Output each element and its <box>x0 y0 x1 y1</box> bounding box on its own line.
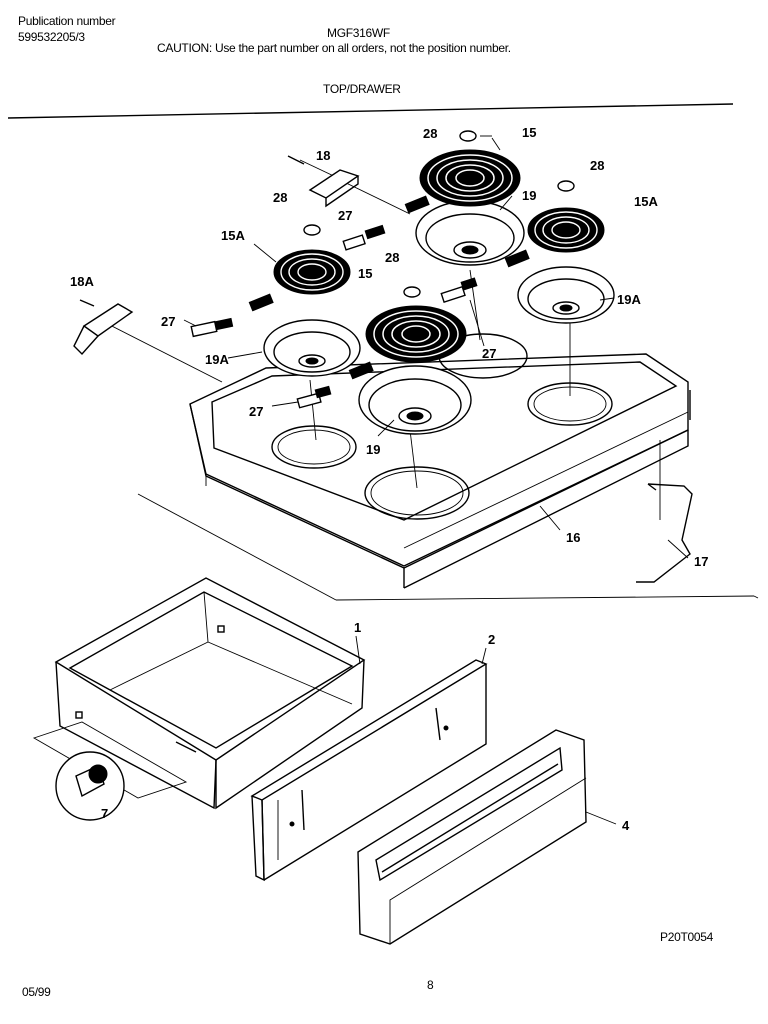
page-number: 8 <box>427 978 434 992</box>
callout-1: 1 <box>354 620 361 635</box>
callout-19a-right: 19A <box>617 292 641 307</box>
drawer-panel-2 <box>250 659 488 882</box>
callout-15-mid: 15 <box>358 266 372 281</box>
support-wire-17 <box>636 483 693 583</box>
trim-rings-28 <box>303 130 575 298</box>
callout-27-right: 27 <box>482 346 496 361</box>
callout-16: 16 <box>566 530 580 545</box>
callout-19a-left: 19A <box>205 352 229 367</box>
bracket-18 <box>287 155 360 208</box>
footer-date: 05/99 <box>22 985 51 999</box>
drip-bowl-19-top <box>415 200 525 266</box>
callout-28-mid: 28 <box>385 250 399 265</box>
drip-bowl-19a-left <box>263 319 361 377</box>
surface-element-15-mid <box>365 305 467 363</box>
callout-18: 18 <box>316 148 330 163</box>
drawer-roller-detail <box>32 721 188 821</box>
callout-27-upper: 27 <box>338 208 352 223</box>
bracket-18a <box>73 299 134 356</box>
drawer-body-1 <box>54 577 366 810</box>
callout-7: 7 <box>101 806 108 821</box>
callout-15a-left: 15A <box>221 228 245 243</box>
surface-element-15-top <box>419 149 521 207</box>
callout-19-top: 19 <box>522 188 536 203</box>
publication-number: 599532205/3 <box>18 30 85 44</box>
callout-15-top: 15 <box>522 125 536 140</box>
callout-17: 17 <box>694 554 708 569</box>
callout-18a: 18A <box>70 274 94 289</box>
callout-leaders <box>183 135 689 825</box>
callout-28-top: 28 <box>423 126 437 141</box>
diagram-code: P20T0054 <box>660 930 713 944</box>
callout-labels: 15 28 18 19 28 15A 28 27 15A 28 15 19A 1… <box>70 125 708 833</box>
surface-element-15a-left <box>273 249 351 295</box>
callout-19-lower: 19 <box>366 442 380 457</box>
drip-bowl-19-lower <box>358 365 472 435</box>
callout-28-left: 28 <box>273 190 287 205</box>
publication-label: Publication number <box>18 14 116 28</box>
callout-27-left: 27 <box>161 314 175 329</box>
callout-28-right: 28 <box>590 158 604 173</box>
callout-4: 4 <box>622 818 630 833</box>
section-title: TOP/DRAWER <box>323 82 401 96</box>
terminal-blocks-27 <box>190 195 530 409</box>
header-divider <box>7 103 734 119</box>
model-number: MGF316WF <box>327 26 390 40</box>
caution-note: CAUTION: Use the part number on all orde… <box>157 41 511 55</box>
callout-2: 2 <box>488 632 495 647</box>
drawer-face-4 <box>357 729 587 945</box>
callout-27-lower: 27 <box>249 404 263 419</box>
callout-15a-right: 15A <box>634 194 658 209</box>
surface-element-15a-right <box>527 207 605 253</box>
drip-bowl-19a-right <box>517 266 615 324</box>
